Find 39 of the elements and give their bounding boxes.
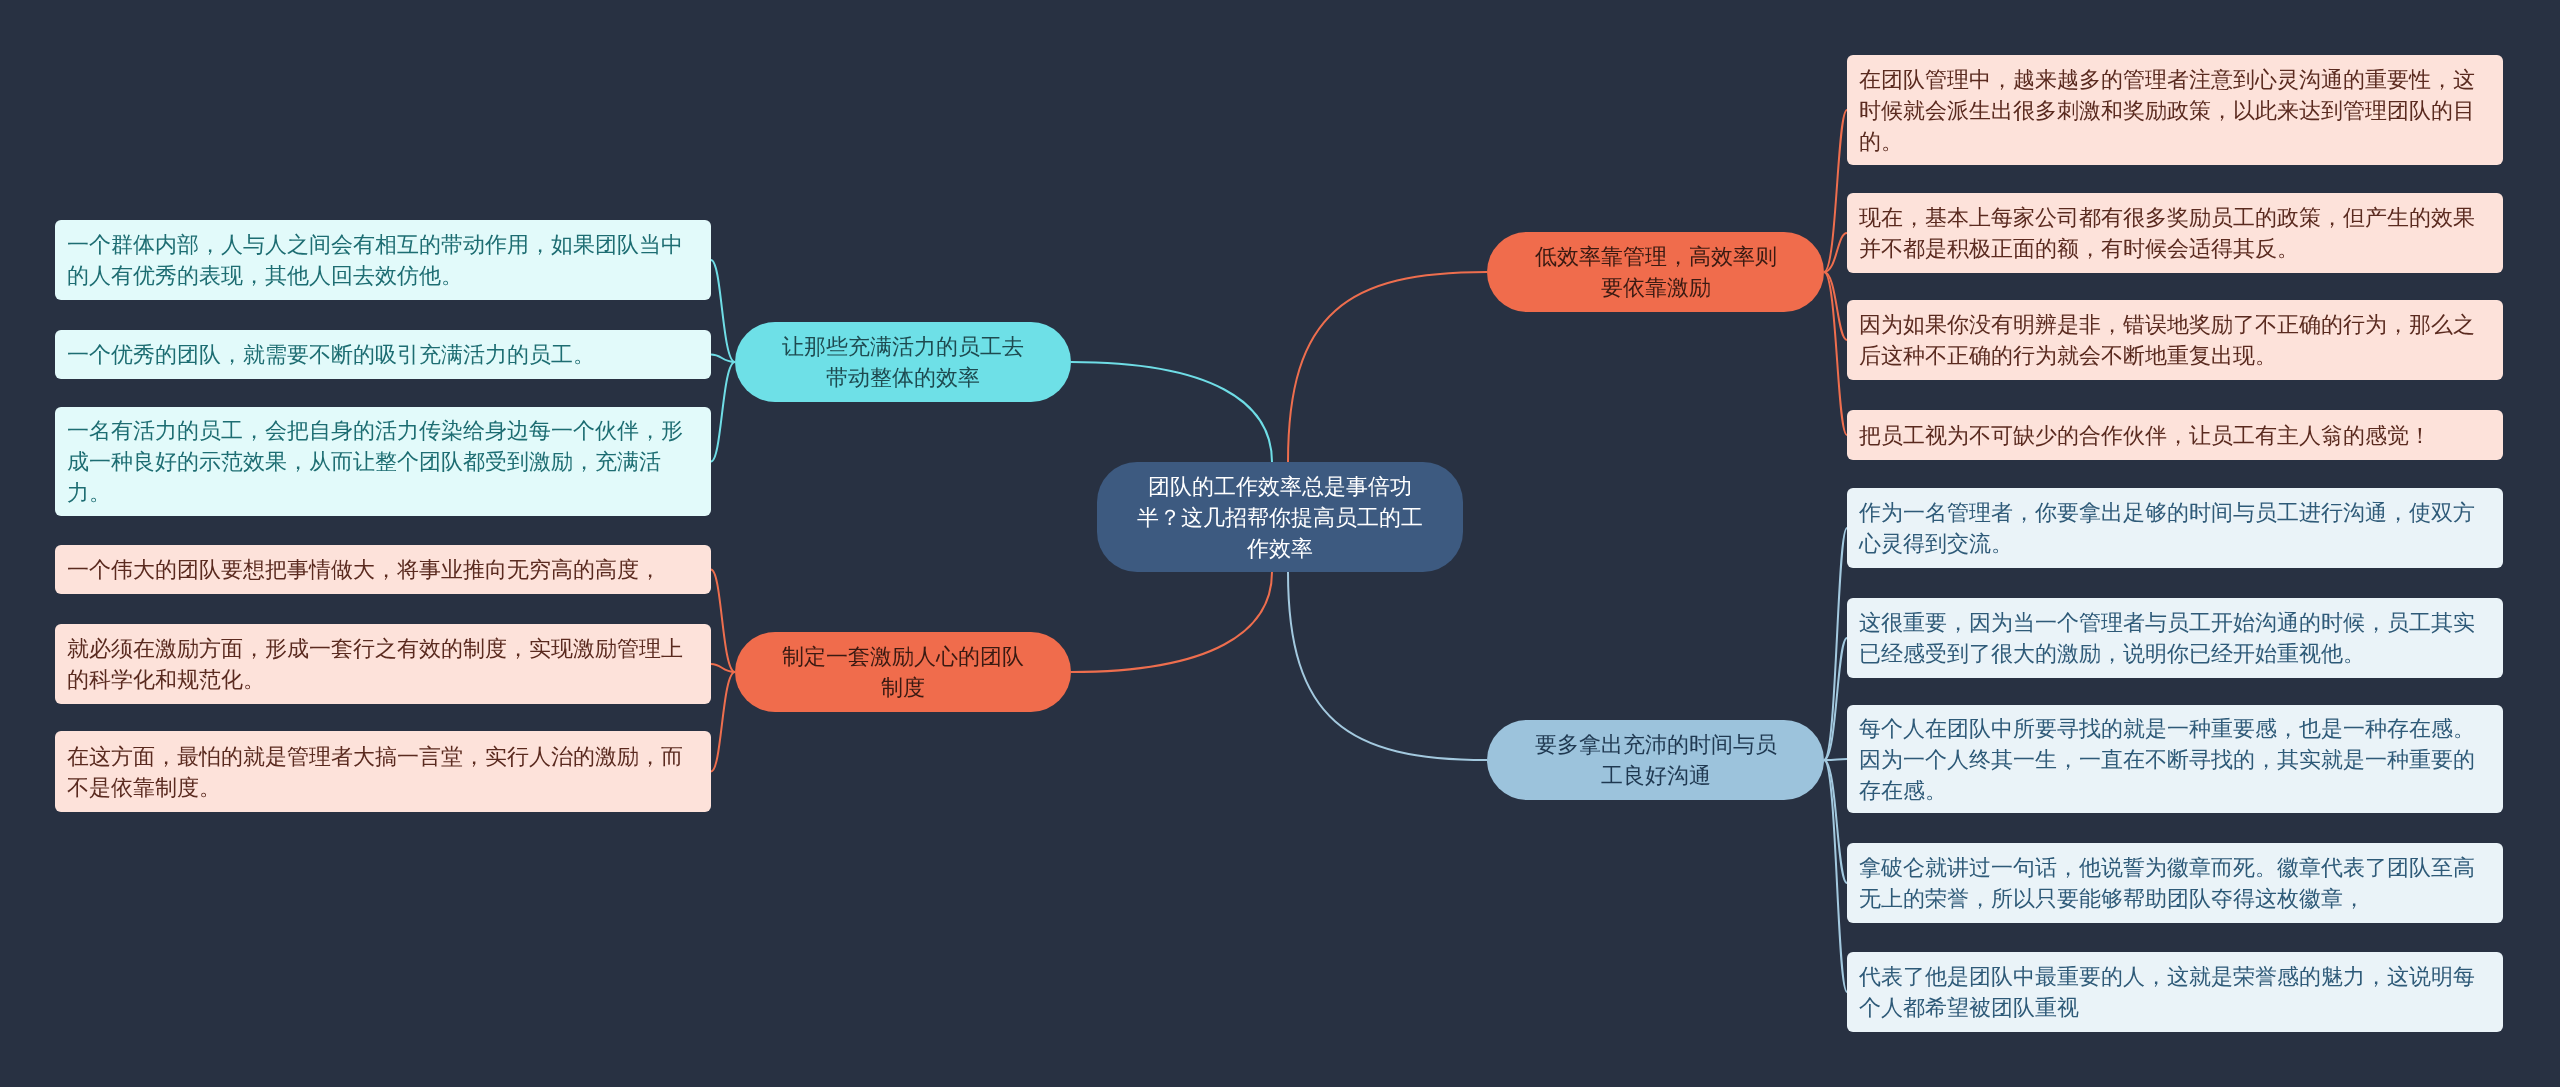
note-card: 一个优秀的团队，就需要不断的吸引充满活力的员工。: [55, 330, 711, 379]
note-card: 一个伟大的团队要想把事情做大，将事业推向无穷高的高度，: [55, 545, 711, 594]
connector-line: [1070, 361, 1273, 463]
note-card: 因为如果你没有明辨是非，错误地奖励了不正确的行为，那么之后这种不正确的行为就会不断地重复出现。: [1847, 300, 2503, 380]
note-card: 一个群体内部，人与人之间会有相互的带动作用，如果团队当中的人有优秀的表现，其他人回去效仿他。: [55, 220, 711, 300]
connector-line: [710, 663, 736, 673]
branch-topic: 低效率靠管理，高效率则要依靠激励: [1487, 232, 1824, 312]
connector-line: [1287, 571, 1488, 761]
central-topic: 团队的工作效率总是事倍功半？这几招帮你提高员工的工作效率: [1097, 462, 1463, 572]
connector-line: [1823, 271, 1848, 341]
note-card: 代表了他是团队中最重要的人，这就是荣誉感的魅力，这说明每个人都希望被团队重视: [1847, 952, 2503, 1032]
note-card: 在这方面，最怕的就是管理者大搞一言堂，实行人治的激励，而不是依靠制度。: [55, 731, 711, 812]
connector-line: [1287, 271, 1488, 463]
connector-line: [710, 353, 736, 363]
connector-line: [1823, 232, 1848, 273]
note-card: 每个人在团队中所要寻找的就是一种重要感，也是一种存在感。因为一个人终其一生，一直在不断寻找的，其实就是一种重要的存在感。: [1847, 705, 2503, 813]
note-card: 把员工视为不可缺少的合作伙伴，让员工有主人翁的感觉！: [1847, 410, 2503, 460]
note-card: 就必须在激励方面，形成一套行之有效的制度，实现激励管理上的科学化和规范化。: [55, 624, 711, 704]
connector-line: [710, 568, 736, 673]
note-card: 作为一名管理者，你要拿出足够的时间与员工进行沟通，使双方心灵得到交流。: [1847, 488, 2503, 568]
note-card: 现在，基本上每家公司都有很多奖励员工的政策，但产生的效果并不都是积极正面的额，有时候会适得其反。: [1847, 193, 2503, 273]
connector-line: [710, 671, 736, 773]
branch-topic: 让那些充满活力的员工去带动整体的效率: [735, 322, 1071, 402]
connector-line: [1070, 571, 1273, 673]
connector-line: [1823, 527, 1848, 761]
note-card: 在团队管理中，越来越多的管理者注意到心灵沟通的重要性，这时候就会派生出很多刺激和奖励政策，以此来达到管理团队的目的。: [1847, 55, 2503, 165]
note-card: 拿破仑就讲过一句话，他说誓为徽章而死。徽章代表了团队至高无上的荣誉，所以只要能够帮助团队夺得这枚徽章，: [1847, 843, 2503, 923]
branch-topic: 要多拿出充沛的时间与员工良好沟通: [1487, 720, 1824, 800]
connector-line: [710, 361, 736, 463]
note-card: 这很重要，因为当一个管理者与员工开始沟通的时候，员工其实已经感受到了很大的激励，说明你已经开始重视他。: [1847, 598, 2503, 678]
connector-line: [1823, 759, 1848, 993]
connector-line: [1823, 759, 1848, 884]
connector-line: [1823, 637, 1848, 761]
connector-line: [710, 259, 736, 363]
note-card: 一名有活力的员工，会把自身的活力传染给身边每一个伙伴，形成一种良好的示范效果，从而让整个团队都受到激励，充满活力。: [55, 407, 711, 516]
connector-line: [1823, 271, 1848, 436]
connector-line: [1823, 758, 1848, 761]
branch-topic: 制定一套激励人心的团队制度: [735, 632, 1071, 712]
connector-line: [1823, 109, 1848, 273]
